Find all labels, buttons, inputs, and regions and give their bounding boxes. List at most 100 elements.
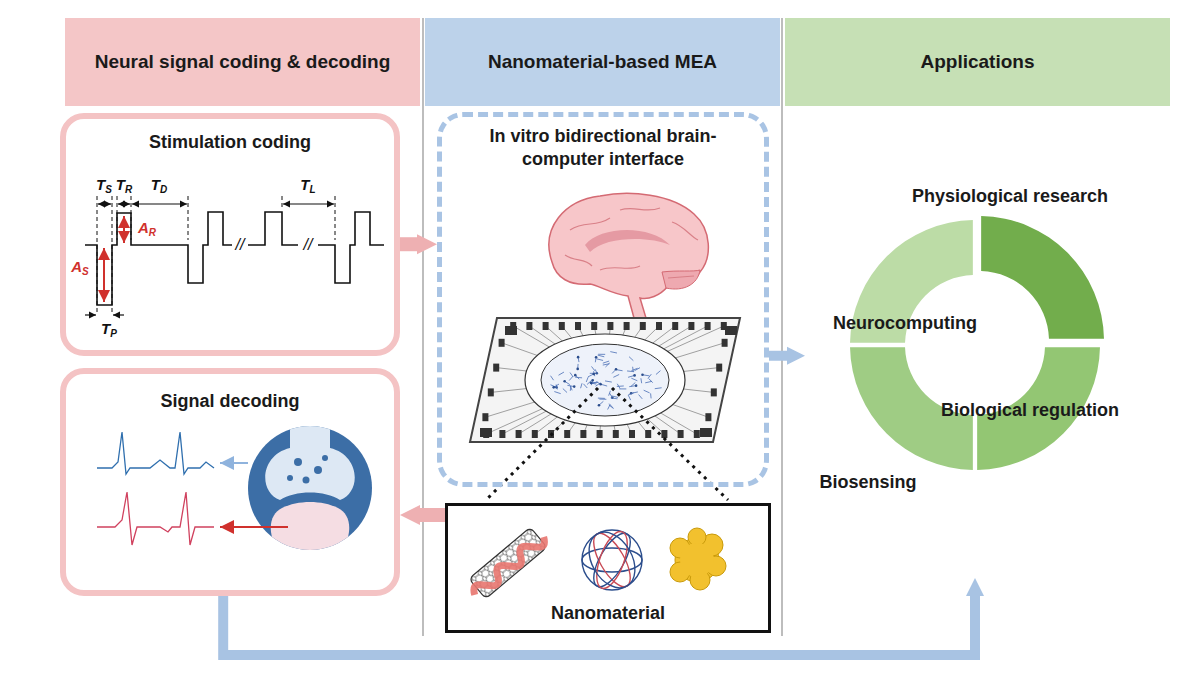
synapse-icon <box>220 420 372 552</box>
mea-chip-part-part <box>631 378 637 381</box>
brain-illustration-part <box>549 193 708 318</box>
mea-chip-part-part <box>598 404 601 407</box>
parameter-symbol: TS <box>96 177 112 195</box>
mea-chip-part-part <box>526 322 532 330</box>
mea-chip-part-part <box>480 428 492 437</box>
brain-illustration-part-part <box>620 208 660 210</box>
mea-chip-part-part <box>617 385 624 386</box>
header-text: Neural signal coding & decoding <box>95 50 391 74</box>
flow-arrow <box>223 596 975 655</box>
stimulation-waveform-part-part <box>335 196 336 240</box>
stimulation-waveform-part <box>98 203 334 204</box>
mea-chip-part-part <box>552 386 555 389</box>
mea-chip-part-part <box>694 430 700 438</box>
mea-chip-part-part <box>648 374 651 378</box>
mea-chip-part-part <box>705 413 711 421</box>
flow-arrow <box>769 351 787 361</box>
mea-chip-part-part <box>595 369 597 374</box>
mea-chip-part-part <box>586 377 588 382</box>
mea-chip-part-part <box>554 392 560 394</box>
nanosphere-icon-part <box>587 528 638 592</box>
synapse-icon-part-part <box>314 466 322 474</box>
mea-chip-part-part <box>641 373 644 376</box>
brain-illustration-part <box>585 230 670 252</box>
parameter-symbol: TR <box>116 177 132 195</box>
application-label: Biological regulation <box>941 399 1119 422</box>
mea-chip-part-part <box>645 430 651 438</box>
mea-chip-part-part <box>656 371 660 375</box>
mea-chip-part-part <box>609 391 611 396</box>
nanotube-icon <box>464 525 550 603</box>
box-title: Stimulation coding <box>149 131 311 154</box>
nanosphere-icon-part <box>580 524 645 596</box>
flow-arrow <box>400 237 417 251</box>
parameter-symbol: AR <box>138 220 156 238</box>
mea-chip-part-part <box>672 322 678 330</box>
mea-chip-part-part <box>543 322 549 330</box>
mea-chip-part-part <box>603 364 610 365</box>
column-divider-part <box>781 18 783 636</box>
ecg-traces <box>97 432 214 545</box>
box-title: In vitro bidirectional brain-computer in… <box>487 125 719 170</box>
mea-chip-part-part <box>610 352 617 353</box>
donut-chart <box>805 178 1165 578</box>
synapse-icon-part <box>265 420 355 552</box>
mea-chip-part-part <box>598 355 605 357</box>
mea-chip-part-part <box>619 388 626 389</box>
synapse-icon-part <box>220 526 288 528</box>
donut-chart-part <box>850 216 1104 470</box>
box-title: Signal decoding <box>160 390 299 413</box>
column-header: Neural signal coding & decoding <box>65 18 420 106</box>
mea-chip-part-part <box>505 326 517 335</box>
mea-chip-part-part <box>716 364 722 372</box>
mea-chip-part <box>550 352 661 410</box>
mea-chip-part-part <box>603 361 609 363</box>
mea-chip-part-part <box>634 368 640 371</box>
stimulation-waveform-part-part <box>283 203 334 204</box>
mea-chip-part-part <box>580 430 586 438</box>
mea-chip-part-part <box>592 366 595 370</box>
mea-chip-part-part <box>705 322 711 330</box>
mea-chip-part-part <box>551 376 554 380</box>
synapse-icon-part-part <box>287 475 293 481</box>
parameter-symbol: AS <box>71 259 89 277</box>
application-label: Physiological research <box>912 185 1108 208</box>
header-text: Nanomaterial-based MEA <box>488 50 717 74</box>
stimulation-waveform <box>85 196 384 315</box>
synapse-icon-part-part <box>303 477 310 484</box>
synapse-icon-part-part <box>294 458 302 466</box>
mea-chip-part-part <box>563 389 567 393</box>
mea-chip-part-part <box>499 339 505 347</box>
mea-chip-part-part <box>488 388 494 396</box>
stimulation-waveform-part <box>248 212 298 245</box>
mea-chip-part-part <box>493 364 499 372</box>
mea-chip-part-part <box>583 384 587 388</box>
mea-chip-part-part <box>608 405 610 410</box>
mea-chip-part-part <box>688 322 694 330</box>
stimulation-waveform-part-part <box>97 196 98 312</box>
stimulation-waveform-part <box>104 216 124 302</box>
mea-chip-part-part <box>629 430 635 438</box>
ecg-traces-part <box>97 492 214 545</box>
mea-chip-part-part <box>598 398 605 399</box>
mea-chip-part-part <box>613 374 619 377</box>
mea-chip-part-part <box>598 354 605 355</box>
nanosphere-icon-part <box>587 528 638 592</box>
stimulation-waveform-part-part <box>188 196 189 240</box>
mea-chip-part-part <box>575 322 581 330</box>
mea-chip-part-part <box>650 393 651 398</box>
column-divider <box>423 18 782 636</box>
section-box: Stimulation coding <box>60 113 400 356</box>
stimulation-waveform-part-part <box>282 196 283 208</box>
stimulation-waveform-part-part <box>123 216 125 243</box>
mea-chip-part-part <box>640 378 642 383</box>
column-header: Applications <box>785 18 1170 106</box>
application-label: Biosensing <box>819 471 916 494</box>
flow-arrow <box>420 508 445 522</box>
stimulation-waveform-part-part <box>103 248 105 302</box>
application-label: Neurocomputing <box>833 312 977 335</box>
nanotube-icon-part <box>471 532 548 600</box>
mea-chip-part-part <box>573 385 576 388</box>
mea-chip-part-part <box>599 399 606 400</box>
